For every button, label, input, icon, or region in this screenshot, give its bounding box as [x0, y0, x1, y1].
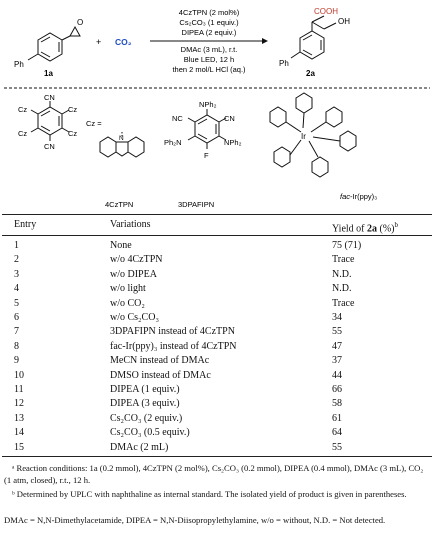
- ph-label-1a: Ph: [14, 60, 24, 69]
- table-cell-entry: 5: [14, 297, 19, 309]
- arrow-head: [262, 38, 268, 44]
- table-cell-entry: 4: [14, 283, 19, 295]
- carbazole-structure: [99, 132, 145, 158]
- table-cell-entry: 14: [14, 427, 24, 439]
- table-header-rule: [2, 235, 432, 236]
- table-cell-yield: N.D.: [332, 283, 352, 295]
- catalyst-name-4cztpn: 4CzTPN: [105, 200, 133, 209]
- table-cell-entry: 6: [14, 312, 19, 323]
- condition-line-4: DMAc (3 mL), r.t.: [181, 45, 238, 54]
- table-cell-entry: 13: [14, 412, 24, 424]
- table-cell-variation: w/o DIPEA: [110, 268, 157, 280]
- table-cell-variation: DIPEA (3 equiv.): [110, 398, 180, 410]
- table-cell-variation: 3DPAFIPN instead of 4CzTPN: [110, 326, 235, 338]
- table-cell-variation: DIPEA (1 equiv.): [110, 384, 180, 395]
- table-cell-entry: 1: [14, 240, 19, 251]
- table-cell-yield: 61: [332, 412, 342, 424]
- table-cell-yield: 75 (71): [332, 240, 362, 251]
- 3dpafipn-structure: [187, 109, 227, 149]
- table-cell-yield: 58: [332, 398, 342, 410]
- table-cell-yield: 47: [332, 340, 342, 352]
- oh-label: OH: [338, 17, 350, 26]
- header-entry: Entry: [14, 219, 37, 230]
- cz-label-3: Cz: [18, 129, 27, 138]
- table-cell-variation: w/o CO₂: [110, 297, 145, 309]
- cn-bottom-label: CN: [44, 142, 55, 151]
- cz-equals-label: Cz =: [86, 119, 102, 128]
- cn-right-label: CN: [224, 114, 235, 123]
- table-cell-entry: 11: [14, 384, 24, 395]
- ph2n-label: Ph₂N: [164, 138, 182, 147]
- nph2-right-label: NPh₂: [224, 138, 242, 147]
- table-cell-variation: DMAc (2 mL): [110, 441, 169, 453]
- table-cell-yield: 37: [332, 355, 342, 367]
- table-cell-variation: Cs₂CO₃ (2 equiv.): [110, 412, 183, 424]
- condition-line-3: DIPEA (2 equiv.): [182, 28, 237, 37]
- fluorine-label: F: [204, 151, 209, 160]
- plus-sign: +: [96, 37, 101, 47]
- table-cell-yield: Trace: [332, 254, 355, 266]
- oxygen-label: O: [77, 18, 83, 27]
- table-cell-entry: 12: [14, 398, 24, 410]
- reaction-scheme: O Ph 1a + CO₂ 4CzTPN (2 mol%) Cs₂CO₃ (1 …: [4, 7, 430, 89]
- cn-top-label: CN: [44, 93, 55, 102]
- table-cell-yield: 64: [332, 427, 342, 439]
- cz-label-4: Cz: [68, 129, 77, 138]
- header-yield: Yield of 2a (%)b: [332, 221, 398, 235]
- footnote-a: ᵃ Reaction conditions: 1a (0.2 mmol), 4C…: [4, 463, 424, 485]
- table-cell-yield: 34: [332, 312, 342, 323]
- compound-2a-label: 2a: [306, 69, 315, 78]
- condition-line-2: Cs₂CO₃ (1 equiv.): [179, 18, 239, 27]
- table-cell-yield: Trace: [332, 297, 355, 309]
- table-cell-variation: w/o Cs₂CO₃: [110, 312, 159, 323]
- table-cell-variation: w/o 4CzTPN: [110, 254, 163, 266]
- table-cell-variation: None: [110, 240, 132, 251]
- table-cell-yield: 66: [332, 384, 342, 395]
- condition-line-1: 4CzTPN (2 mol%): [179, 8, 240, 17]
- carbazole-n-label: N: [119, 135, 124, 142]
- table-cell-yield: 55: [332, 326, 342, 338]
- condition-line-5: Blue LED, 12 h: [184, 55, 234, 64]
- table-cell-entry: 10: [14, 369, 24, 381]
- catalyst-name-irppy3: fac-Ir(ppy)₃: [340, 192, 377, 201]
- nph2-top-label: NPh₂: [199, 100, 217, 109]
- table-cell-yield: 55: [332, 441, 342, 453]
- header-variations: Variations: [110, 219, 151, 230]
- table-cell-yield: N.D.: [332, 268, 352, 280]
- table-cell-entry: 2: [14, 254, 19, 266]
- 4cztpn-structure: [30, 101, 70, 141]
- table-cell-variation: fac-Ir(ppy)₃ instead of 4CzTPN: [110, 340, 237, 352]
- table-cell-variation: MeCN instead of DMAc: [110, 355, 210, 367]
- footnote-abbreviations: DMAc = N,N-Dimethylacetamide, DIPEA = N,…: [4, 515, 386, 525]
- table-cell-variation: w/o light: [110, 283, 146, 295]
- nc-label: NC: [172, 114, 183, 123]
- product-structure: [290, 15, 337, 60]
- co2-label: CO₂: [115, 37, 132, 47]
- compound-1a-label: 1a: [44, 69, 53, 78]
- footnote-b: ᵇ Determined by UPLC with naphthaline as…: [12, 489, 407, 499]
- cooh-label: COOH: [314, 7, 338, 16]
- iridium-label: Ir: [301, 132, 306, 141]
- table-cell-entry: 8: [14, 340, 19, 352]
- condition-line-6: then 2 mol/L HCl (aq.): [172, 65, 246, 74]
- table-cell-entry: 15: [14, 441, 24, 453]
- table-top-rule: [2, 214, 432, 215]
- photocatalyst-structures: CN CN Cz Cz Cz Cz Cz = N NPh₂ NC CN Ph₂N…: [18, 92, 377, 209]
- ir-ppy3-structure: [269, 92, 357, 178]
- table-cell-entry: 7: [14, 326, 19, 338]
- table-cell-yield: 44: [332, 369, 342, 381]
- styrene-oxide-structure: [27, 25, 81, 62]
- table-cell-entry: 9: [14, 355, 19, 367]
- cz-label-1: Cz: [18, 105, 27, 114]
- table-cell-variation: DMSO instead of DMAc: [110, 369, 211, 381]
- catalyst-name-3dpafipn: 3DPAFIPN: [178, 200, 214, 209]
- ph-label-2a: Ph: [279, 59, 289, 68]
- table-cell-entry: 3: [14, 268, 19, 280]
- table-bottom-rule: [2, 456, 432, 457]
- cz-label-2: Cz: [68, 105, 77, 114]
- table-cell-variation: Cs₂CO₃ (0.5 equiv.): [110, 427, 190, 439]
